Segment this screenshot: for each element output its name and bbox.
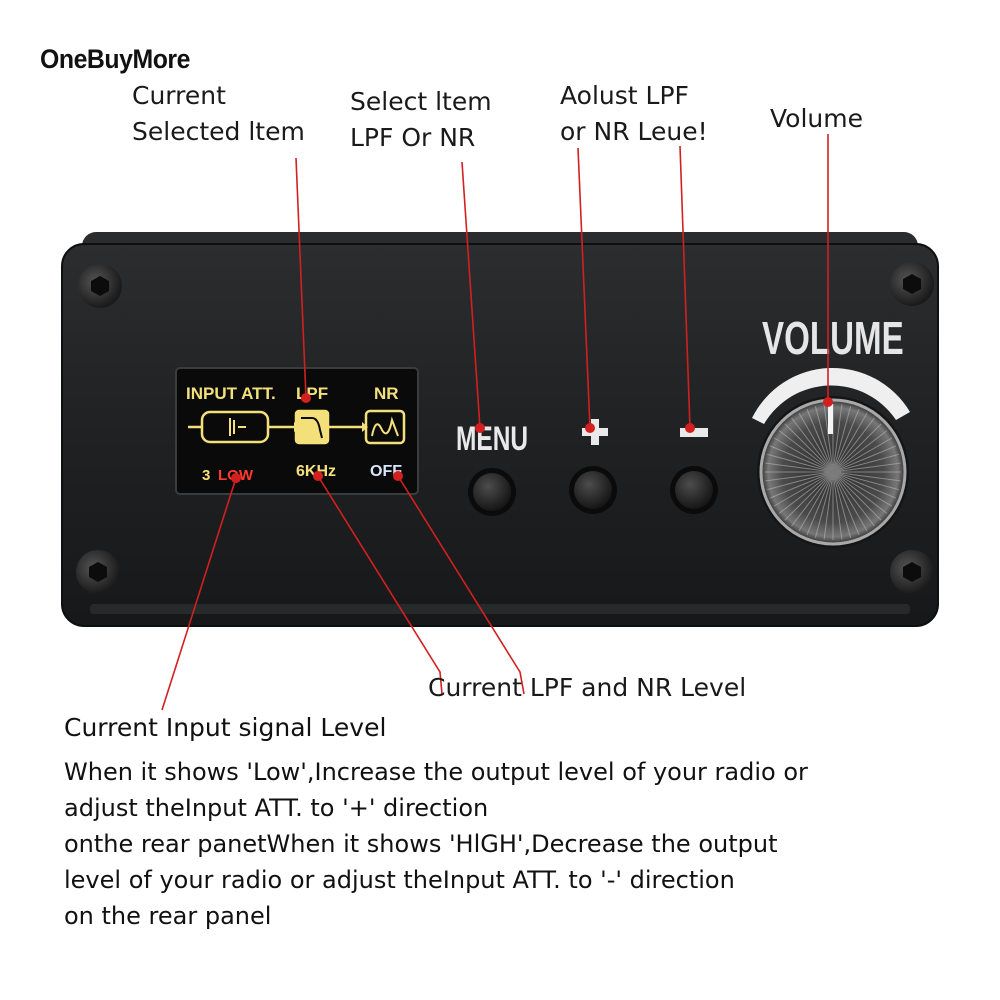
knob-ray (832, 471, 882, 521)
leader-lines (161, 134, 829, 711)
knob-ray (767, 471, 834, 491)
callout-adjust: Aolust LPF or NR Leue! (560, 81, 708, 146)
knob-ray (832, 471, 893, 507)
knob-ray (832, 412, 868, 473)
knob-ray (832, 471, 843, 540)
knob-ray (814, 471, 834, 538)
description-line: level of your radio or adjust theInput A… (64, 866, 735, 894)
knob-ray (773, 437, 834, 473)
description-line: onthe rear panetWhen it shows 'HlGH',Dec… (64, 830, 778, 858)
knob-ray (806, 409, 834, 473)
knob-ray (832, 423, 882, 473)
knob-ray (832, 462, 901, 473)
knob-ray (832, 437, 893, 473)
device-chassis (61, 232, 939, 627)
knob-ray (778, 471, 834, 514)
callout-current-selected: Current Selected ltem (132, 81, 305, 146)
volume-panel-label: VOLUME (762, 314, 904, 364)
knob-ray (791, 471, 834, 527)
knob-ray (832, 471, 868, 532)
oled-header-nr: NR (374, 384, 399, 403)
knob-ray (823, 404, 834, 473)
minus-button[interactable] (670, 466, 718, 514)
knob-ray (784, 471, 834, 521)
screw-icon (890, 262, 934, 306)
knob-ray (832, 471, 860, 535)
oled-header-input: INPUT ATT. (186, 384, 276, 403)
knob-ray (770, 471, 834, 499)
knob-ray (778, 430, 834, 473)
knob-ray (784, 423, 834, 473)
oled-header-lpf: LPF (296, 384, 328, 403)
knob-ray (773, 471, 834, 507)
knob-ray (832, 417, 875, 473)
arrow-icon (294, 422, 300, 432)
knob-ray (791, 417, 834, 473)
volume-knob[interactable] (757, 396, 909, 548)
arrow-icon (362, 422, 368, 432)
knob-indicator (828, 404, 833, 434)
plus-button[interactable] (569, 466, 617, 514)
oled-att-number: 3 (202, 467, 210, 484)
knob-ray (832, 471, 896, 499)
screw-icon (890, 550, 934, 594)
knob-ray (832, 406, 852, 473)
brand-logo: OneBuyMore (40, 44, 190, 74)
knob-ray (832, 409, 860, 473)
description-line: adjust theInput ATT. to '+' direction (64, 794, 489, 822)
leader-dots (231, 393, 833, 483)
knob-ray (832, 471, 888, 514)
volume-scale-arc (752, 367, 910, 424)
attenuator-icon (229, 418, 246, 436)
callout-select-item: Select ltem LPF Or NR (350, 87, 492, 152)
oled-display: INPUT ATT. LPF NR 3 LOW (175, 367, 419, 495)
knob-ray (798, 471, 834, 532)
callout-lpf-nr-level: Current LPF and NR Level (428, 673, 747, 702)
knob-ray (814, 406, 834, 473)
menu-label: MENU (456, 420, 528, 458)
knob-ray (767, 453, 834, 473)
knob-ray (806, 471, 834, 535)
knob-ray (765, 471, 834, 482)
knob-ray (770, 445, 834, 473)
description-body: When it shows 'Low',Increase the output … (64, 754, 808, 934)
knob-ray (832, 471, 875, 527)
knob-ray (765, 462, 834, 473)
minus-icon (680, 428, 708, 437)
callout-volume: Volume (770, 104, 863, 133)
plus-icon (582, 419, 608, 445)
noise-reduction-icon (371, 416, 399, 437)
description-title: Current Input signal Level (64, 713, 387, 742)
knob-ray (832, 430, 888, 473)
knob-ray (832, 471, 899, 491)
description-line: When it shows 'Low',Increase the output … (64, 758, 808, 786)
knob-ray (832, 471, 901, 482)
knob-ray (832, 445, 896, 473)
description-line: on the rear panel (64, 902, 272, 930)
screw-icon (78, 264, 122, 308)
knob-ray (832, 453, 899, 473)
lowpass-filter-icon (301, 417, 323, 439)
screw-icon (76, 550, 120, 594)
menu-button[interactable] (468, 468, 516, 516)
knob-ray (832, 404, 843, 473)
knob-ray (832, 471, 852, 538)
knob-ray (798, 412, 834, 473)
knob-ray (823, 471, 834, 540)
